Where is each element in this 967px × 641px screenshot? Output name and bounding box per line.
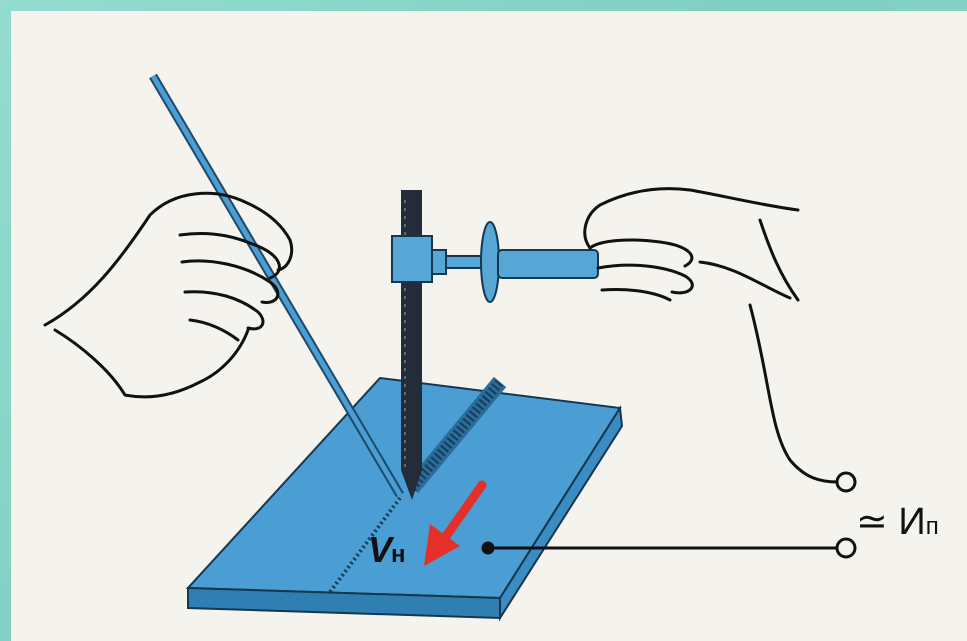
speed-subscript: н xyxy=(391,541,405,568)
electrode-holder-icon xyxy=(392,222,598,302)
voltage-subscript: п xyxy=(926,513,939,540)
terminal-icon xyxy=(837,473,855,491)
supply-voltage-label: ≃ Ип xyxy=(856,499,939,544)
speed-symbol: V xyxy=(368,529,391,570)
ac-symbol: ≃ xyxy=(856,501,888,543)
welding-speed-label: Vн xyxy=(368,529,405,571)
terminal-icon xyxy=(837,539,855,557)
voltage-symbol: И xyxy=(898,501,925,543)
right-hand-icon xyxy=(585,189,798,300)
left-hand-icon xyxy=(45,193,292,397)
